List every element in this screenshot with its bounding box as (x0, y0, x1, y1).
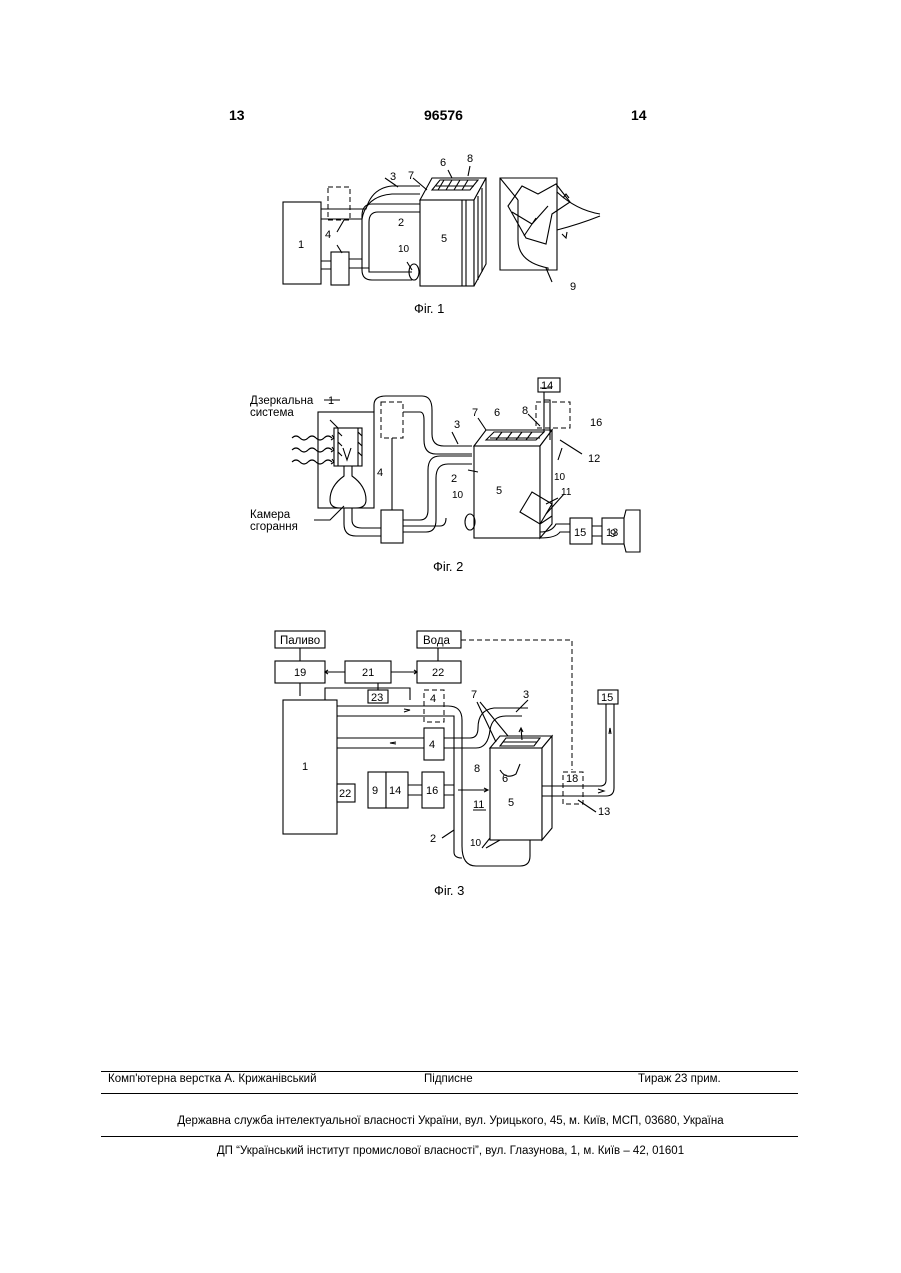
fig3-caption: Фіг. 3 (434, 883, 464, 898)
fig3-label-5: 5 (508, 797, 514, 809)
fig3-label-13: 14 (389, 785, 401, 797)
fig3-label-3: 3 (523, 689, 529, 701)
footer-rule-bottom (101, 1136, 798, 1137)
fig3-label-4b: 4 (429, 739, 435, 751)
fig3-label-6: 6 (502, 773, 508, 785)
fig3-block-1 (283, 700, 337, 834)
fig3-label-2: 2 (430, 833, 436, 845)
fig3-label-12: 13 (598, 806, 610, 818)
fig3-label-10: 10 (470, 838, 482, 849)
fig3-label-21: 22 (432, 667, 444, 679)
footer-agency: Державна служба інтелектуальної власност… (0, 1115, 901, 1127)
fig3-label-8: 8 (474, 763, 480, 775)
fig3-fuel-label: Паливо (280, 635, 320, 647)
fig3-label-1: 1 (302, 761, 308, 773)
fig3-label-19: 21 (362, 667, 374, 679)
footer-circulation: Тираж 23 прим. (638, 1073, 721, 1085)
footer-typesetting: Комп'ютерна верстка А. Крижанівський (108, 1073, 317, 1085)
fig3-label-18: 19 (294, 667, 306, 679)
fig3-label-23: 23 (371, 692, 383, 704)
footer-institute: ДП “Український інститут промислової вла… (0, 1145, 901, 1157)
fig3-water-label: Вода (423, 635, 451, 647)
fig3-label-14: 15 (601, 692, 613, 704)
footer-signed: Підписне (424, 1073, 473, 1085)
fig3-label-15: 16 (426, 785, 438, 797)
fig3-label-16: 18 (566, 773, 578, 785)
fig3-label-11: 11 (473, 799, 484, 811)
fig3-label-22: 22 (339, 788, 351, 800)
footer-rule-mid (101, 1093, 798, 1094)
fig3-label-9: 9 (372, 785, 378, 797)
fig3-label-7: 7 (471, 689, 477, 701)
footer-rule-top (101, 1071, 798, 1072)
fig3-label-4a: 4 (430, 693, 436, 705)
fig3-block-5 (490, 748, 542, 840)
